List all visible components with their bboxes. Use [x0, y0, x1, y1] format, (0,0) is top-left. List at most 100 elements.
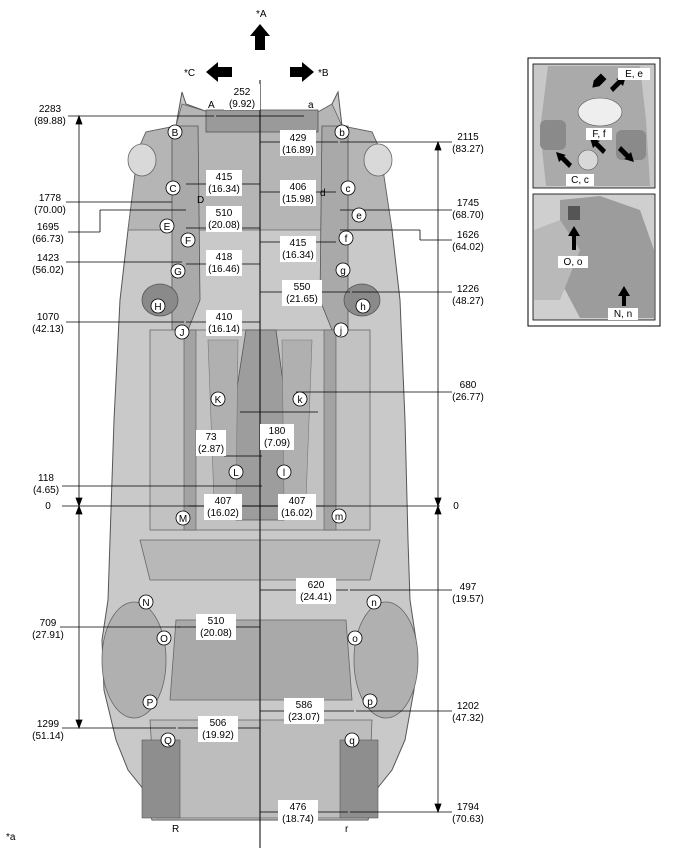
- right-dim-in: (83.27): [452, 144, 484, 155]
- center-dim-in: (16.14): [208, 324, 240, 335]
- right-dim-mm: 497: [460, 582, 477, 593]
- right-arrow-icon: [290, 62, 314, 82]
- point-label-p: p: [367, 697, 373, 708]
- arrow-icon: [590, 138, 606, 154]
- center-dim-mm: 429: [290, 133, 307, 144]
- arrow-icon: [618, 286, 630, 306]
- center-dim-mm: 410: [216, 312, 233, 323]
- center-dim-mm: 620: [308, 580, 325, 591]
- point-label-b: b: [339, 128, 345, 139]
- view-marker: *a: [6, 832, 16, 843]
- point-label-c: c: [346, 184, 351, 195]
- arrow-icon: [568, 226, 580, 250]
- left-dim-mm: 2283: [39, 104, 62, 115]
- dim-label-box: 429 (16.89): [280, 130, 316, 156]
- center-dim-in: (16.34): [282, 250, 314, 261]
- right-dim-in: (26.77): [452, 392, 484, 403]
- marker-left: *C: [184, 68, 195, 79]
- point-label-n: n: [371, 598, 377, 609]
- center-dim-in: (9.92): [229, 99, 255, 110]
- point-label-B: B: [172, 128, 179, 139]
- point-label-N: N: [142, 598, 149, 609]
- point-label-A: A: [208, 100, 215, 111]
- dim-label-box: 476 (18.74): [278, 800, 318, 826]
- dim-label-box: 410 (16.14): [206, 310, 242, 336]
- point-label-e: e: [356, 211, 362, 222]
- left-dim-mm: 1695: [37, 222, 60, 233]
- right-dim-in: (64.02): [452, 242, 484, 253]
- left-dimension-labels: 2283 (89.88) 1778 (70.00) 1695 (66.73) 1…: [32, 104, 66, 742]
- left-dim-in: (89.88): [34, 116, 66, 127]
- center-dim-in: (23.07): [288, 712, 320, 723]
- center-dim-in: (16.02): [281, 508, 313, 519]
- center-dim-in: (16.34): [208, 184, 240, 195]
- center-dim-mm: 73: [205, 432, 217, 443]
- center-dim-mm: 418: [216, 252, 233, 263]
- left-dim-mm: 709: [40, 618, 57, 629]
- left-dim-in: (70.00): [34, 205, 66, 216]
- point-label-O: O: [160, 634, 168, 645]
- left-dim-mm: 0: [45, 501, 51, 512]
- left-dim-in: (51.14): [32, 731, 64, 742]
- center-dim-mm: 510: [208, 616, 225, 627]
- inset-label: N, n: [614, 309, 632, 320]
- point-label-H: H: [154, 302, 161, 313]
- point-label-J: J: [180, 328, 185, 339]
- left-dim-mm: 1423: [37, 253, 60, 264]
- right-dimension-labels: 2115 (83.27) 1745 (68.70) 1626 (64.02) 1…: [452, 132, 484, 825]
- center-dim-mm: 407: [215, 496, 232, 507]
- dim-label-box: 510 (20.08): [206, 206, 242, 232]
- point-label-K: K: [215, 395, 222, 406]
- center-dim-in: (7.09): [264, 438, 290, 449]
- dim-label-box: 415 (16.34): [280, 236, 316, 262]
- left-dim-in: (42.13): [32, 324, 64, 335]
- inset-label: F, f: [592, 129, 606, 140]
- marker-front: *A: [256, 9, 267, 20]
- dim-label-box: 620 (24.41): [296, 578, 336, 604]
- inset-label: O, o: [564, 257, 583, 268]
- point-label-o: o: [352, 634, 358, 645]
- left-dim-mm: 118: [38, 473, 54, 484]
- right-dim-mm: 0: [453, 501, 459, 512]
- right-dim-mm: 1794: [457, 802, 480, 813]
- up-arrow-icon: [250, 24, 270, 50]
- dim-label-box: 180 (7.09): [260, 424, 294, 450]
- marker-right: *B: [318, 68, 329, 79]
- point-label-E: E: [164, 222, 171, 233]
- point-label-d: d: [320, 188, 326, 199]
- center-dim-in: (2.87): [198, 444, 224, 455]
- center-dim-in: (24.41): [300, 592, 332, 603]
- point-label-D: D: [197, 195, 204, 206]
- right-dim-in: (19.57): [452, 594, 484, 605]
- point-label-F: F: [185, 236, 191, 247]
- right-dim-in: (70.63): [452, 814, 484, 825]
- point-label-R: R: [172, 824, 179, 835]
- point-label-l: l: [283, 468, 285, 479]
- center-dim-mm: 415: [216, 172, 233, 183]
- point-labels: A a B b C c D d E e F f G g H h J j K: [138, 100, 382, 835]
- center-dim-in: (20.08): [208, 220, 240, 231]
- center-dim-in: (21.65): [286, 294, 318, 305]
- center-dim-in: (16.02): [207, 508, 239, 519]
- right-dim-mm: 1202: [457, 701, 480, 712]
- center-dim-in: (20.08): [200, 628, 232, 639]
- point-label-a: a: [308, 100, 314, 111]
- point-label-m: m: [335, 512, 343, 523]
- center-dim-mm: 252: [234, 87, 251, 98]
- arrow-icon: [618, 146, 634, 162]
- right-dimension-column: [296, 140, 452, 814]
- right-dim-mm: 1226: [457, 284, 480, 295]
- point-label-q: q: [349, 736, 355, 747]
- point-label-g: g: [340, 266, 346, 277]
- point-label-L: L: [233, 468, 239, 479]
- point-label-f: f: [345, 234, 348, 245]
- arrow-icon: [556, 152, 572, 168]
- center-dim-mm: 415: [290, 238, 307, 249]
- point-label-j: j: [339, 326, 342, 337]
- left-arrow-icon: [206, 62, 232, 82]
- center-dim-in: (15.98): [282, 194, 314, 205]
- center-dim-mm: 550: [294, 282, 311, 293]
- dim-label-box: 252 (9.92): [224, 84, 260, 110]
- left-dim-mm: 1070: [37, 312, 60, 323]
- dim-label-box: 407 (16.02): [278, 494, 316, 520]
